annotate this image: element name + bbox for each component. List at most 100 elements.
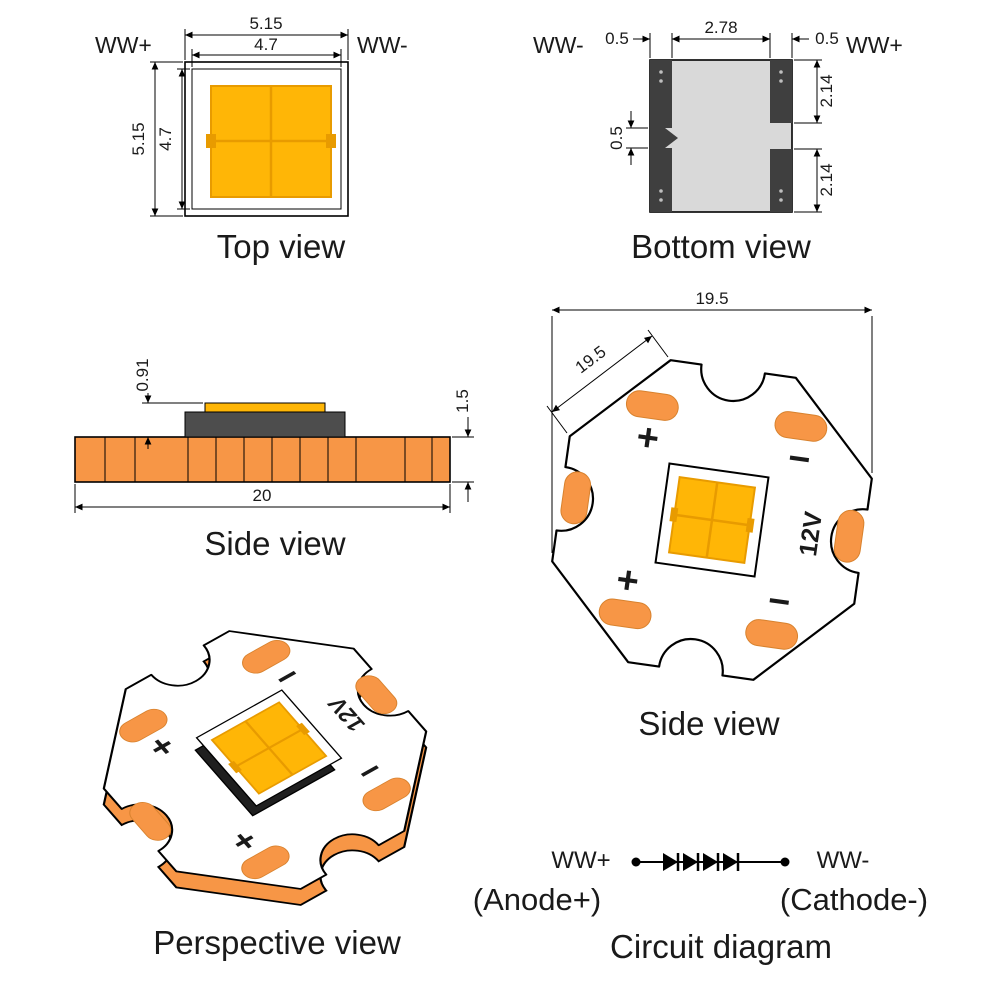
- dim-value: 20: [253, 486, 272, 505]
- via-dot: [779, 79, 783, 83]
- ext-line: [647, 329, 669, 358]
- emitter-divider-horizontal: [674, 513, 750, 527]
- led-emitter-profile: [204, 402, 326, 413]
- polarity-notch-arrow: [650, 128, 678, 148]
- dim-value: 0.5: [605, 29, 629, 48]
- star-board-3d: + + − − 12V: [51, 588, 479, 948]
- diode-symbol: [663, 853, 678, 871]
- series-diodes: [663, 853, 740, 871]
- side-view-title: Side view: [204, 525, 345, 562]
- top-view-title: Top view: [217, 228, 346, 265]
- dim-value: 2.14: [817, 74, 836, 107]
- contact-pad-left-bottom: [650, 148, 672, 212]
- dim-value: 5.15: [129, 122, 148, 155]
- solder-pad: [119, 708, 168, 743]
- circuit-diagram-title: Circuit diagram: [610, 928, 832, 965]
- dim-pad-top-height: 2.14: [794, 59, 836, 124]
- side-view: 0.91 1.5 20 Side view: [74, 358, 474, 562]
- emitter-bond-tab-left: [669, 507, 679, 523]
- emitter-bond-tab-left: [228, 760, 242, 774]
- dim-value: 19.5: [572, 342, 610, 377]
- dim-value: 19.5: [695, 289, 728, 308]
- contact-pad-left-top: [650, 60, 672, 128]
- solder-pad: [362, 777, 411, 812]
- dim-line: [551, 335, 653, 413]
- dim-value: 0.5: [607, 126, 626, 150]
- led-body-profile: [184, 411, 346, 438]
- via-dot: [779, 70, 783, 74]
- via-dot: [659, 189, 663, 193]
- star-view-title: Side view: [638, 705, 779, 742]
- solder-pad: [774, 411, 828, 442]
- bottom-view-cathode-label: WW-: [533, 32, 584, 58]
- dim-inner-width: 4.7: [191, 35, 342, 67]
- emitter-bond-tab-right: [745, 517, 755, 533]
- diode-symbol: [723, 853, 738, 871]
- emitter-bond-tab-right: [296, 722, 310, 736]
- dim-outer-height: 5.15: [129, 61, 183, 217]
- mcpcb-board-profile: [74, 436, 451, 483]
- dim-value: 2.78: [704, 18, 737, 37]
- dim-board-thickness: 1.5: [452, 389, 474, 502]
- emitter-divider-horizontal: [234, 728, 304, 768]
- dim-pad-left-width: 0.5: [605, 29, 689, 58]
- via-dot: [659, 198, 663, 202]
- led-package-top-face: [195, 689, 343, 807]
- via-dot: [779, 189, 783, 193]
- diode-symbol: [703, 853, 718, 871]
- dim-value: 4.7: [254, 35, 278, 54]
- ext-line: [546, 405, 568, 434]
- voltage-mark: 12V: [794, 510, 828, 558]
- via-dot: [659, 70, 663, 74]
- solder-pad: [833, 509, 865, 563]
- star-board: + + − − 12V: [538, 346, 886, 694]
- emitter-bond-tab-left: [206, 134, 216, 148]
- top-view-cathode-label: WW-: [357, 32, 408, 58]
- via-dot: [659, 79, 663, 83]
- dim-notch-height: 0.5: [607, 111, 648, 165]
- dim-outer-width: 5.15: [184, 14, 349, 60]
- dim-board-width: 20: [74, 484, 451, 513]
- dim-inner-height: 4.7: [156, 68, 190, 210]
- star-view: + + − − 12V 19.5 19.5 Side view: [538, 289, 886, 742]
- contact-vias: [659, 70, 783, 202]
- board-segment-lines: [104, 437, 433, 482]
- contact-pad-right-top: [770, 60, 792, 123]
- perspective-view-title: Perspective view: [153, 924, 401, 961]
- dim-led-height: 0.91: [133, 358, 203, 449]
- contact-pad-right-bottom: [770, 149, 792, 212]
- dim-value: 0.91: [133, 358, 152, 391]
- dim-value: 4.7: [156, 127, 175, 151]
- anode-terminal-dot: [631, 857, 641, 867]
- solder-pad: [355, 675, 398, 715]
- emitter-bond-tab-right: [326, 134, 336, 148]
- circuit-cathode-label: WW-: [817, 847, 870, 874]
- circuit-cathode-sublabel: (Cathode-): [780, 882, 928, 917]
- solder-pad: [242, 640, 291, 674]
- bottom-view-title: Bottom view: [631, 228, 811, 265]
- circuit-diagram: WW+ (Anode+) WW- (Cathode-) Circuit diag…: [473, 847, 928, 965]
- solder-pad: [745, 619, 799, 650]
- solder-pad: [129, 802, 172, 841]
- diode-symbol: [683, 853, 698, 871]
- dim-value: 5.15: [249, 14, 282, 33]
- package-inner-outline: [191, 68, 342, 210]
- top-view: WW+ WW- 5.15 4.7 5.15: [95, 14, 408, 265]
- bottom-view: WW- WW+ 0.5 2.78 0.5: [533, 18, 903, 265]
- cathode-terminal-dot: [780, 857, 790, 867]
- solder-pad: [560, 471, 592, 525]
- dim-pad-right-width: 0.5: [753, 29, 839, 58]
- perspective-view: + + − − 12V Perspective view: [51, 588, 479, 961]
- via-dot: [779, 198, 783, 202]
- bottom-view-anode-label: WW+: [846, 32, 903, 58]
- top-view-anode-label: WW+: [95, 32, 152, 58]
- solder-pad: [241, 845, 290, 880]
- dim-center-gap: 2.78: [672, 18, 770, 43]
- dim-value: 0.5: [815, 29, 839, 48]
- solder-pad: [598, 598, 652, 630]
- dim-value: 1.5: [453, 389, 472, 413]
- circuit-anode-label: WW+: [551, 847, 610, 874]
- dim-value: 2.14: [817, 163, 836, 196]
- circuit-anode-sublabel: (Anode+): [473, 882, 601, 917]
